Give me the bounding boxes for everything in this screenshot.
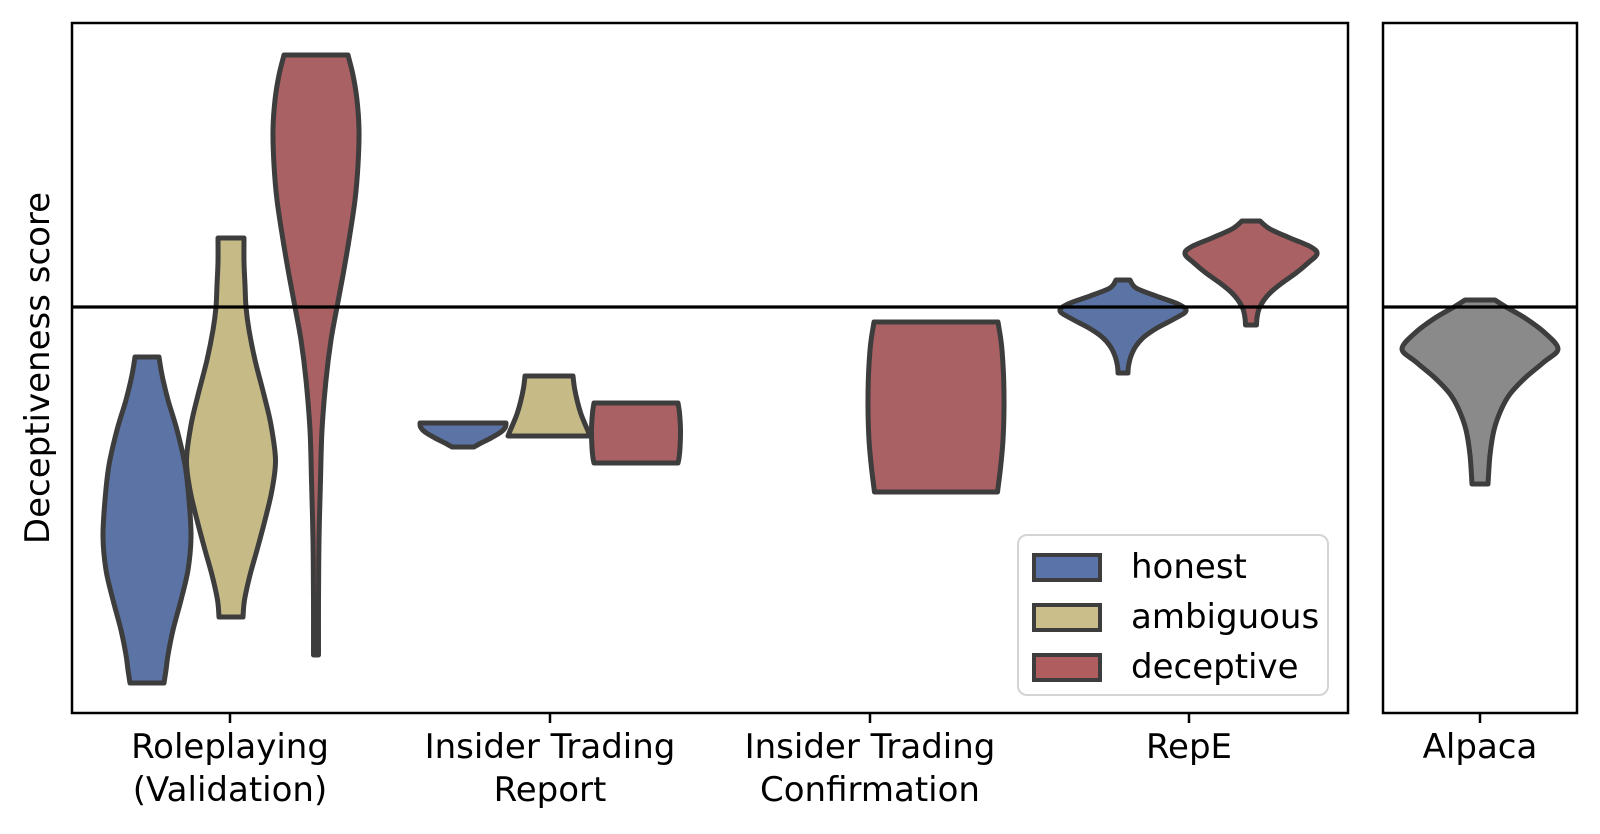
x-tick-label: RepE bbox=[1145, 727, 1233, 767]
legend-label-ambiguous: ambiguous bbox=[1131, 597, 1320, 637]
x-tick-label: Insider Trading Report bbox=[424, 727, 676, 810]
legend-row-ambiguous: ambiguous bbox=[1032, 592, 1327, 642]
legend-swatch-ambiguous bbox=[1032, 602, 1102, 632]
x-tick-label: Roleplaying (Validation) bbox=[131, 727, 329, 810]
violin-roleplaying-validation-ambiguous bbox=[183, 235, 279, 620]
violin-repe-honest bbox=[1057, 277, 1189, 376]
violin-roleplaying-validation-honest bbox=[100, 354, 194, 686]
panel-border-main bbox=[70, 21, 1350, 715]
legend-label-deceptive: deceptive bbox=[1131, 647, 1299, 687]
legend: honest ambiguous deceptive bbox=[1017, 534, 1329, 696]
violin-insider-trading-confirmation-deceptive bbox=[865, 319, 1007, 495]
violin-roleplaying-validation-deceptive bbox=[270, 52, 362, 658]
violin-alpaca bbox=[1399, 297, 1561, 487]
legend-row-deceptive: deceptive bbox=[1032, 642, 1327, 692]
violin-repe-deceptive bbox=[1182, 218, 1320, 328]
y-axis-label: Deceptiveness score bbox=[18, 191, 58, 545]
violin-insider-trading-report-ambiguous bbox=[505, 373, 593, 439]
x-tick-label: Insider Trading Confirmation bbox=[744, 727, 996, 810]
legend-label-honest: honest bbox=[1131, 547, 1247, 587]
legend-swatch-honest bbox=[1032, 552, 1102, 582]
violin-insider-trading-report-deceptive bbox=[588, 400, 684, 466]
legend-row-honest: honest bbox=[1032, 542, 1327, 592]
violin-insider-trading-report-honest bbox=[417, 420, 509, 450]
legend-swatch-deceptive bbox=[1032, 652, 1102, 682]
x-tick-label: Alpaca bbox=[1422, 727, 1538, 767]
